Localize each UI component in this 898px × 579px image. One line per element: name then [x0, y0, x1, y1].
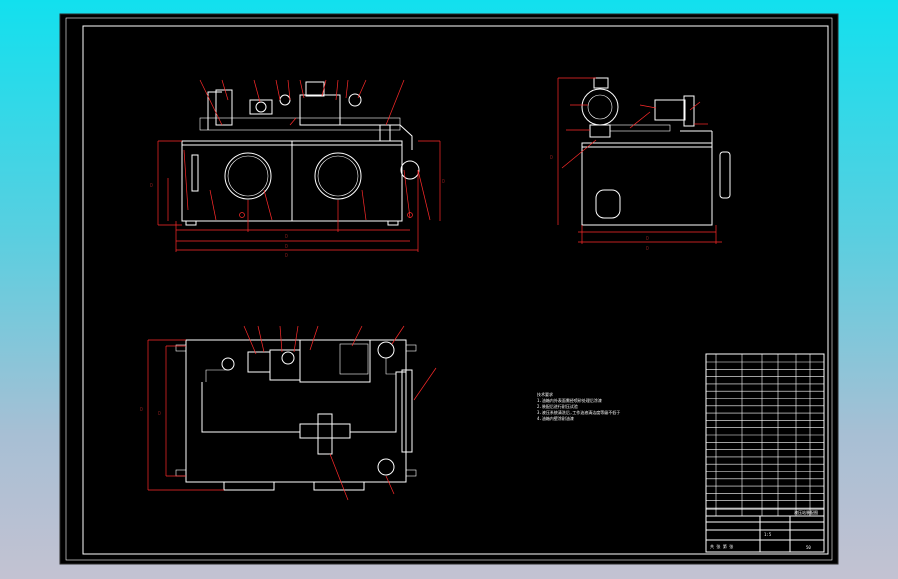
level-gauge [191, 154, 199, 192]
svg-text:□: □ [140, 406, 143, 411]
technical-notes: 技术要求 1.油箱内外表面需经喷砂处理后涂漆 2.装配后进行耐压试验 3.液压系… [537, 391, 620, 421]
front-view: □ □ □ □ □ [150, 79, 445, 257]
svg-text:□: □ [646, 245, 649, 250]
motor-block [299, 94, 341, 126]
scale-value: 1:5 [764, 532, 772, 537]
drain-cover [595, 189, 621, 219]
weight-value: 50 [806, 545, 811, 550]
inspection-cover-right [314, 152, 362, 200]
inner-frame [82, 25, 829, 555]
filter-housing [215, 89, 233, 126]
cooler-plan [401, 369, 413, 453]
svg-text:□: □ [285, 243, 288, 248]
drawing-number: 液压站装配图 [794, 509, 818, 515]
svg-text:□: □ [442, 178, 445, 183]
note-line-4: 4.油箱内壁涂耐油漆 [537, 415, 574, 421]
note-line-3: 3.液压系统清洗后,工作油液清洁度等级不低于 [537, 409, 620, 415]
svg-text:□: □ [158, 410, 161, 415]
svg-text:□: □ [285, 233, 288, 238]
svg-text:□: □ [550, 154, 553, 159]
side-pump [400, 160, 420, 180]
note-line-0: 技术要求 [537, 391, 553, 397]
sheet-info: 共 张 第 张 [710, 543, 733, 549]
drain-plan [377, 458, 395, 476]
drawing-sheet [59, 13, 839, 565]
title-block: 1:5 液压站装配图 共 张 第 张 50 [705, 353, 825, 553]
plan-view: □ □ [140, 325, 437, 501]
inspection-cover-left [224, 152, 272, 200]
tank-body-side [581, 142, 713, 226]
outer-frame [65, 17, 833, 561]
note-line-2: 2.装配后进行耐压试验 [537, 403, 578, 409]
side-gauge [719, 151, 731, 199]
valve-block [317, 413, 333, 455]
svg-text:□: □ [646, 235, 649, 240]
note-line-1: 1.油箱内外表面需经喷砂处理后涂漆 [537, 397, 602, 403]
svg-text:□: □ [285, 252, 288, 257]
side-view: □ □ □ [550, 77, 731, 250]
svg-text:□: □ [150, 182, 153, 187]
